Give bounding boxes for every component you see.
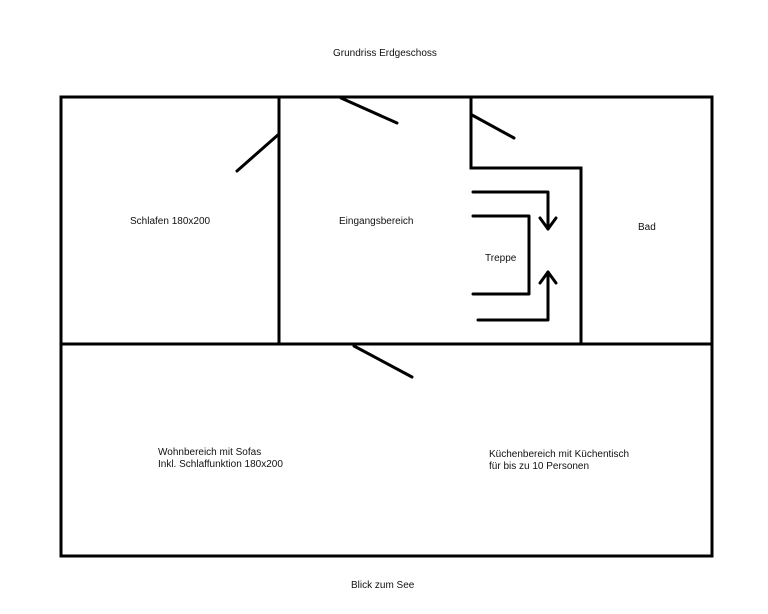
room-label-eingang: Eingangsbereich: [339, 216, 414, 227]
stair-up-run: [476, 270, 550, 322]
room-label-kueche-line2: für bis zu 10 Personen: [489, 461, 590, 472]
stair-down-arrow-icon: [538, 216, 558, 231]
room-label-bad: Bad: [638, 222, 656, 233]
room-label-kueche-line1: Küchenbereich mit Küchentisch: [489, 449, 630, 460]
plan-footer: Blick zum See: [351, 580, 415, 591]
stair-down-run: [471, 190, 550, 231]
entrance-door: [339, 96, 399, 125]
outer-wall: [59, 95, 714, 558]
plan-title: Grundriss Erdgeschoss: [333, 48, 437, 59]
living-door: [352, 344, 414, 379]
room-label-wohnen-line1: Wohnbereich mit Sofas: [158, 447, 262, 458]
room-label-treppe: Treppe: [485, 253, 517, 264]
stair-up-arrow-icon: [538, 270, 558, 285]
room-label-wohnen-line2: Inkl. Schlaffunktion 180x200: [158, 459, 283, 470]
stair-inner-flight: [471, 214, 531, 296]
room-label-schlafen: Schlafen 180x200: [130, 216, 211, 227]
stair-door: [470, 113, 516, 140]
bedroom-door: [235, 132, 281, 173]
